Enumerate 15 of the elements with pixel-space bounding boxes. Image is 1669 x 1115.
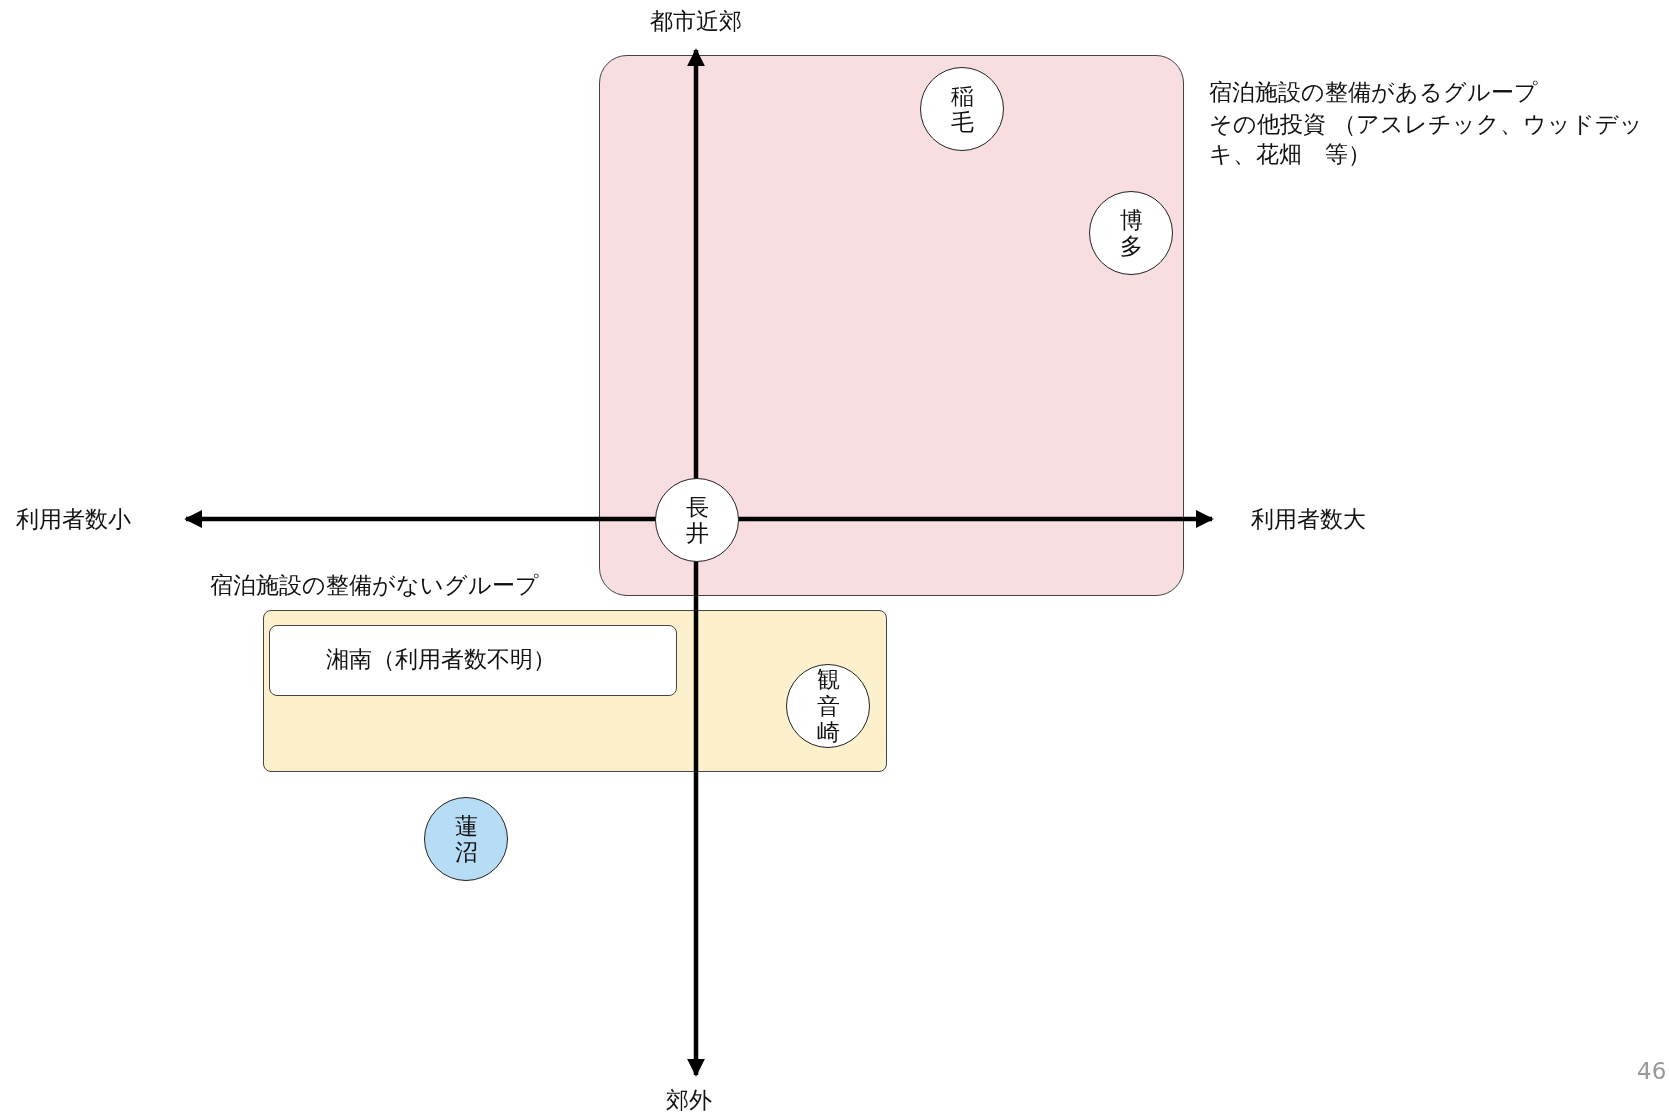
location-label: 博多 [1119,206,1143,260]
location-label: 長井 [685,493,709,547]
group-heading: 宿泊施設の整備がないグループ [210,571,539,600]
location-label: 湘南（利用者数不明） [326,645,556,674]
axis-label: 利用者数大 [1251,505,1366,534]
location-label: 観音崎 [816,666,840,746]
group-heading: 宿泊施設の整備があるグループ [1209,78,1538,107]
page-number: 46 [1637,1058,1667,1084]
location-label: 稲毛 [950,82,974,136]
axis-label: 都市近郊 [650,7,742,36]
location-label: 蓮沼 [454,812,478,866]
location-box [269,625,677,696]
axis-label: 郊外 [666,1086,712,1115]
note-text: その他投資 （アスレチック、ウッドデッキ、花畑 等） [1209,110,1645,169]
axis-label: 利用者数小 [16,505,131,534]
